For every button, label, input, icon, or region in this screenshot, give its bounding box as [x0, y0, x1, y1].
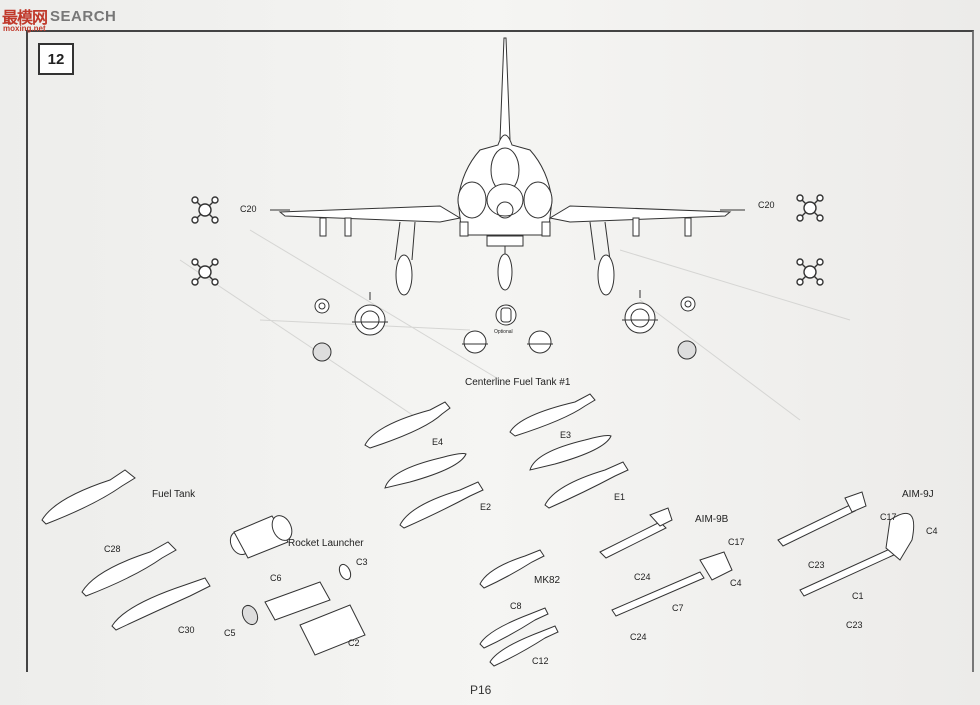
label-e1: E1: [614, 492, 626, 502]
label-fuel-tank: Fuel Tank: [152, 489, 196, 500]
label-c28: C28: [104, 544, 121, 554]
label-c23-top: C23: [808, 560, 825, 570]
aircraft-front-view: [270, 37, 745, 296]
label-c20-right: C20: [758, 200, 775, 210]
label-mk82: MK82: [534, 575, 561, 586]
watermark: 最模网 SEARCH: [2, 4, 116, 28]
label-aim-9j: AIM-9J: [902, 489, 934, 500]
label-c12: C12: [532, 656, 549, 666]
label-c2: C2: [348, 638, 360, 648]
cross-pylons: [191, 194, 824, 286]
label-optional: Optional: [494, 329, 513, 335]
label-c3: C3: [356, 557, 368, 567]
label-c4-b: C4: [730, 578, 742, 588]
label-c20-left: C20: [240, 204, 257, 214]
label-c17-b: C17: [728, 537, 745, 547]
label-c4-j: C4: [926, 526, 938, 536]
label-c30: C30: [178, 625, 195, 635]
label-c1: C1: [852, 591, 864, 601]
label-c8: C8: [510, 601, 522, 611]
page-border: [26, 30, 974, 672]
label-rocket-launcher: Rocket Launcher: [288, 538, 364, 549]
label-e2: E2: [480, 502, 492, 512]
watermark-url: moxing.net: [3, 24, 46, 33]
label-c6: C6: [270, 573, 282, 583]
rocket-launcher-parts: [229, 515, 366, 656]
tank-parts: [41, 393, 629, 667]
missile-parts: [599, 491, 915, 617]
watermark-brand: SEARCH: [50, 7, 117, 25]
label-c5: C5: [224, 628, 236, 638]
ghost-lines: [179, 229, 851, 421]
label-c24-top: C24: [634, 572, 651, 582]
label-e3: E3: [560, 430, 572, 440]
watermark-logo: 最模网: [2, 10, 48, 27]
label-c17-j: C17: [880, 512, 897, 522]
label-c7: C7: [672, 603, 684, 613]
label-c24-bottom: C24: [630, 632, 647, 642]
label-aim-9b: AIM-9B: [695, 514, 729, 525]
label-c23-bottom: C23: [846, 620, 863, 630]
step-number: 12: [38, 43, 74, 75]
label-centerline-fuel-tank: Centerline Fuel Tank #1: [465, 377, 571, 388]
page-number: P16: [470, 683, 492, 697]
round-parts: [312, 290, 697, 362]
label-e4: E4: [432, 437, 444, 447]
